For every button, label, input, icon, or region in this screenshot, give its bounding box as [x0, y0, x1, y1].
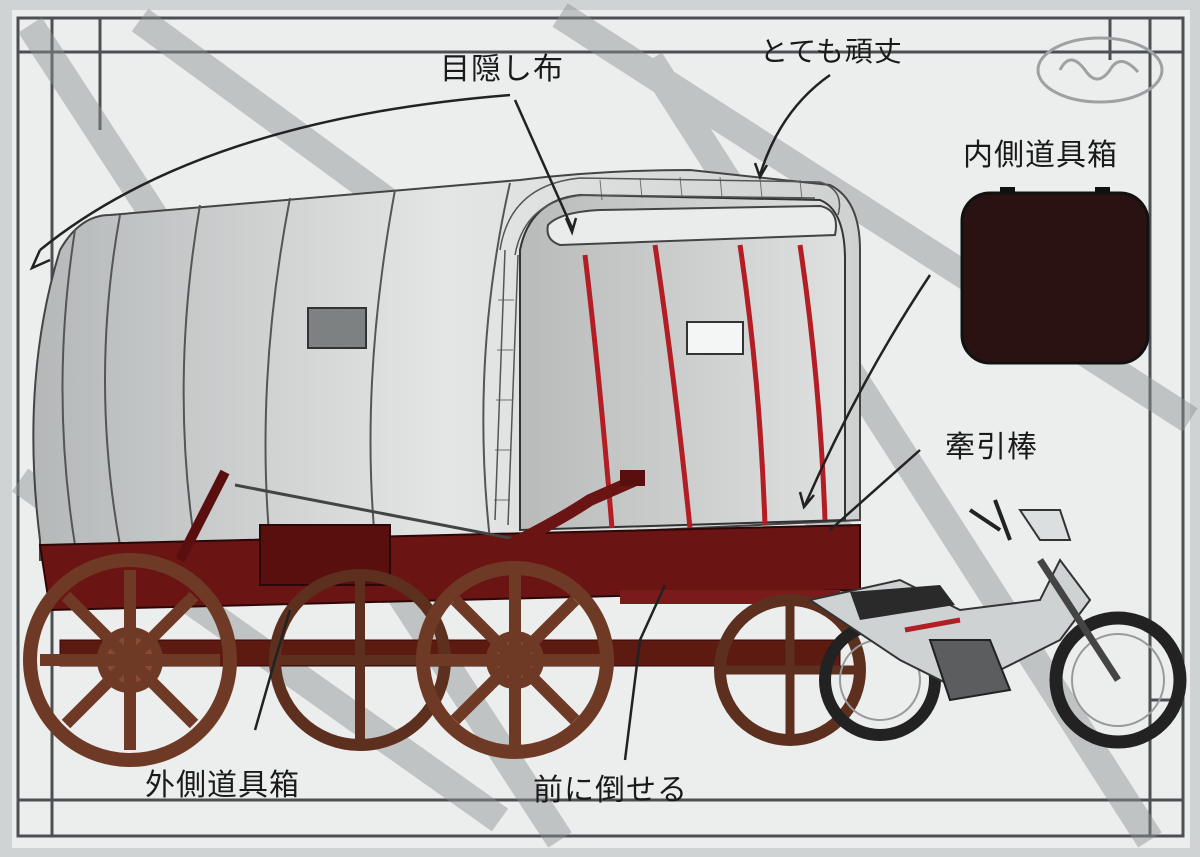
wheel-rear-left: [23, 553, 237, 767]
wheel-front-left: [416, 561, 614, 759]
label-outer-tool-box: 外側道具箱: [145, 768, 300, 803]
wheel-front-right: [714, 594, 866, 746]
label-very-sturdy: とても頑丈: [760, 35, 903, 68]
label-tow-bar: 牽引棒: [945, 430, 1038, 465]
label-blindfold-cloth: 目隠し布: [440, 52, 564, 87]
tool-box-illustration: [960, 187, 1150, 365]
label-fold-forward: 前に倒せる: [533, 773, 688, 808]
motorcycle-illustration: [807, 499, 1187, 749]
label-inner-tool-box: 内側道具箱: [963, 138, 1118, 173]
covered-wagon-illustration: [23, 168, 866, 767]
stamp-emblem: [1036, 36, 1164, 104]
leader-lines: [29, 73, 932, 761]
